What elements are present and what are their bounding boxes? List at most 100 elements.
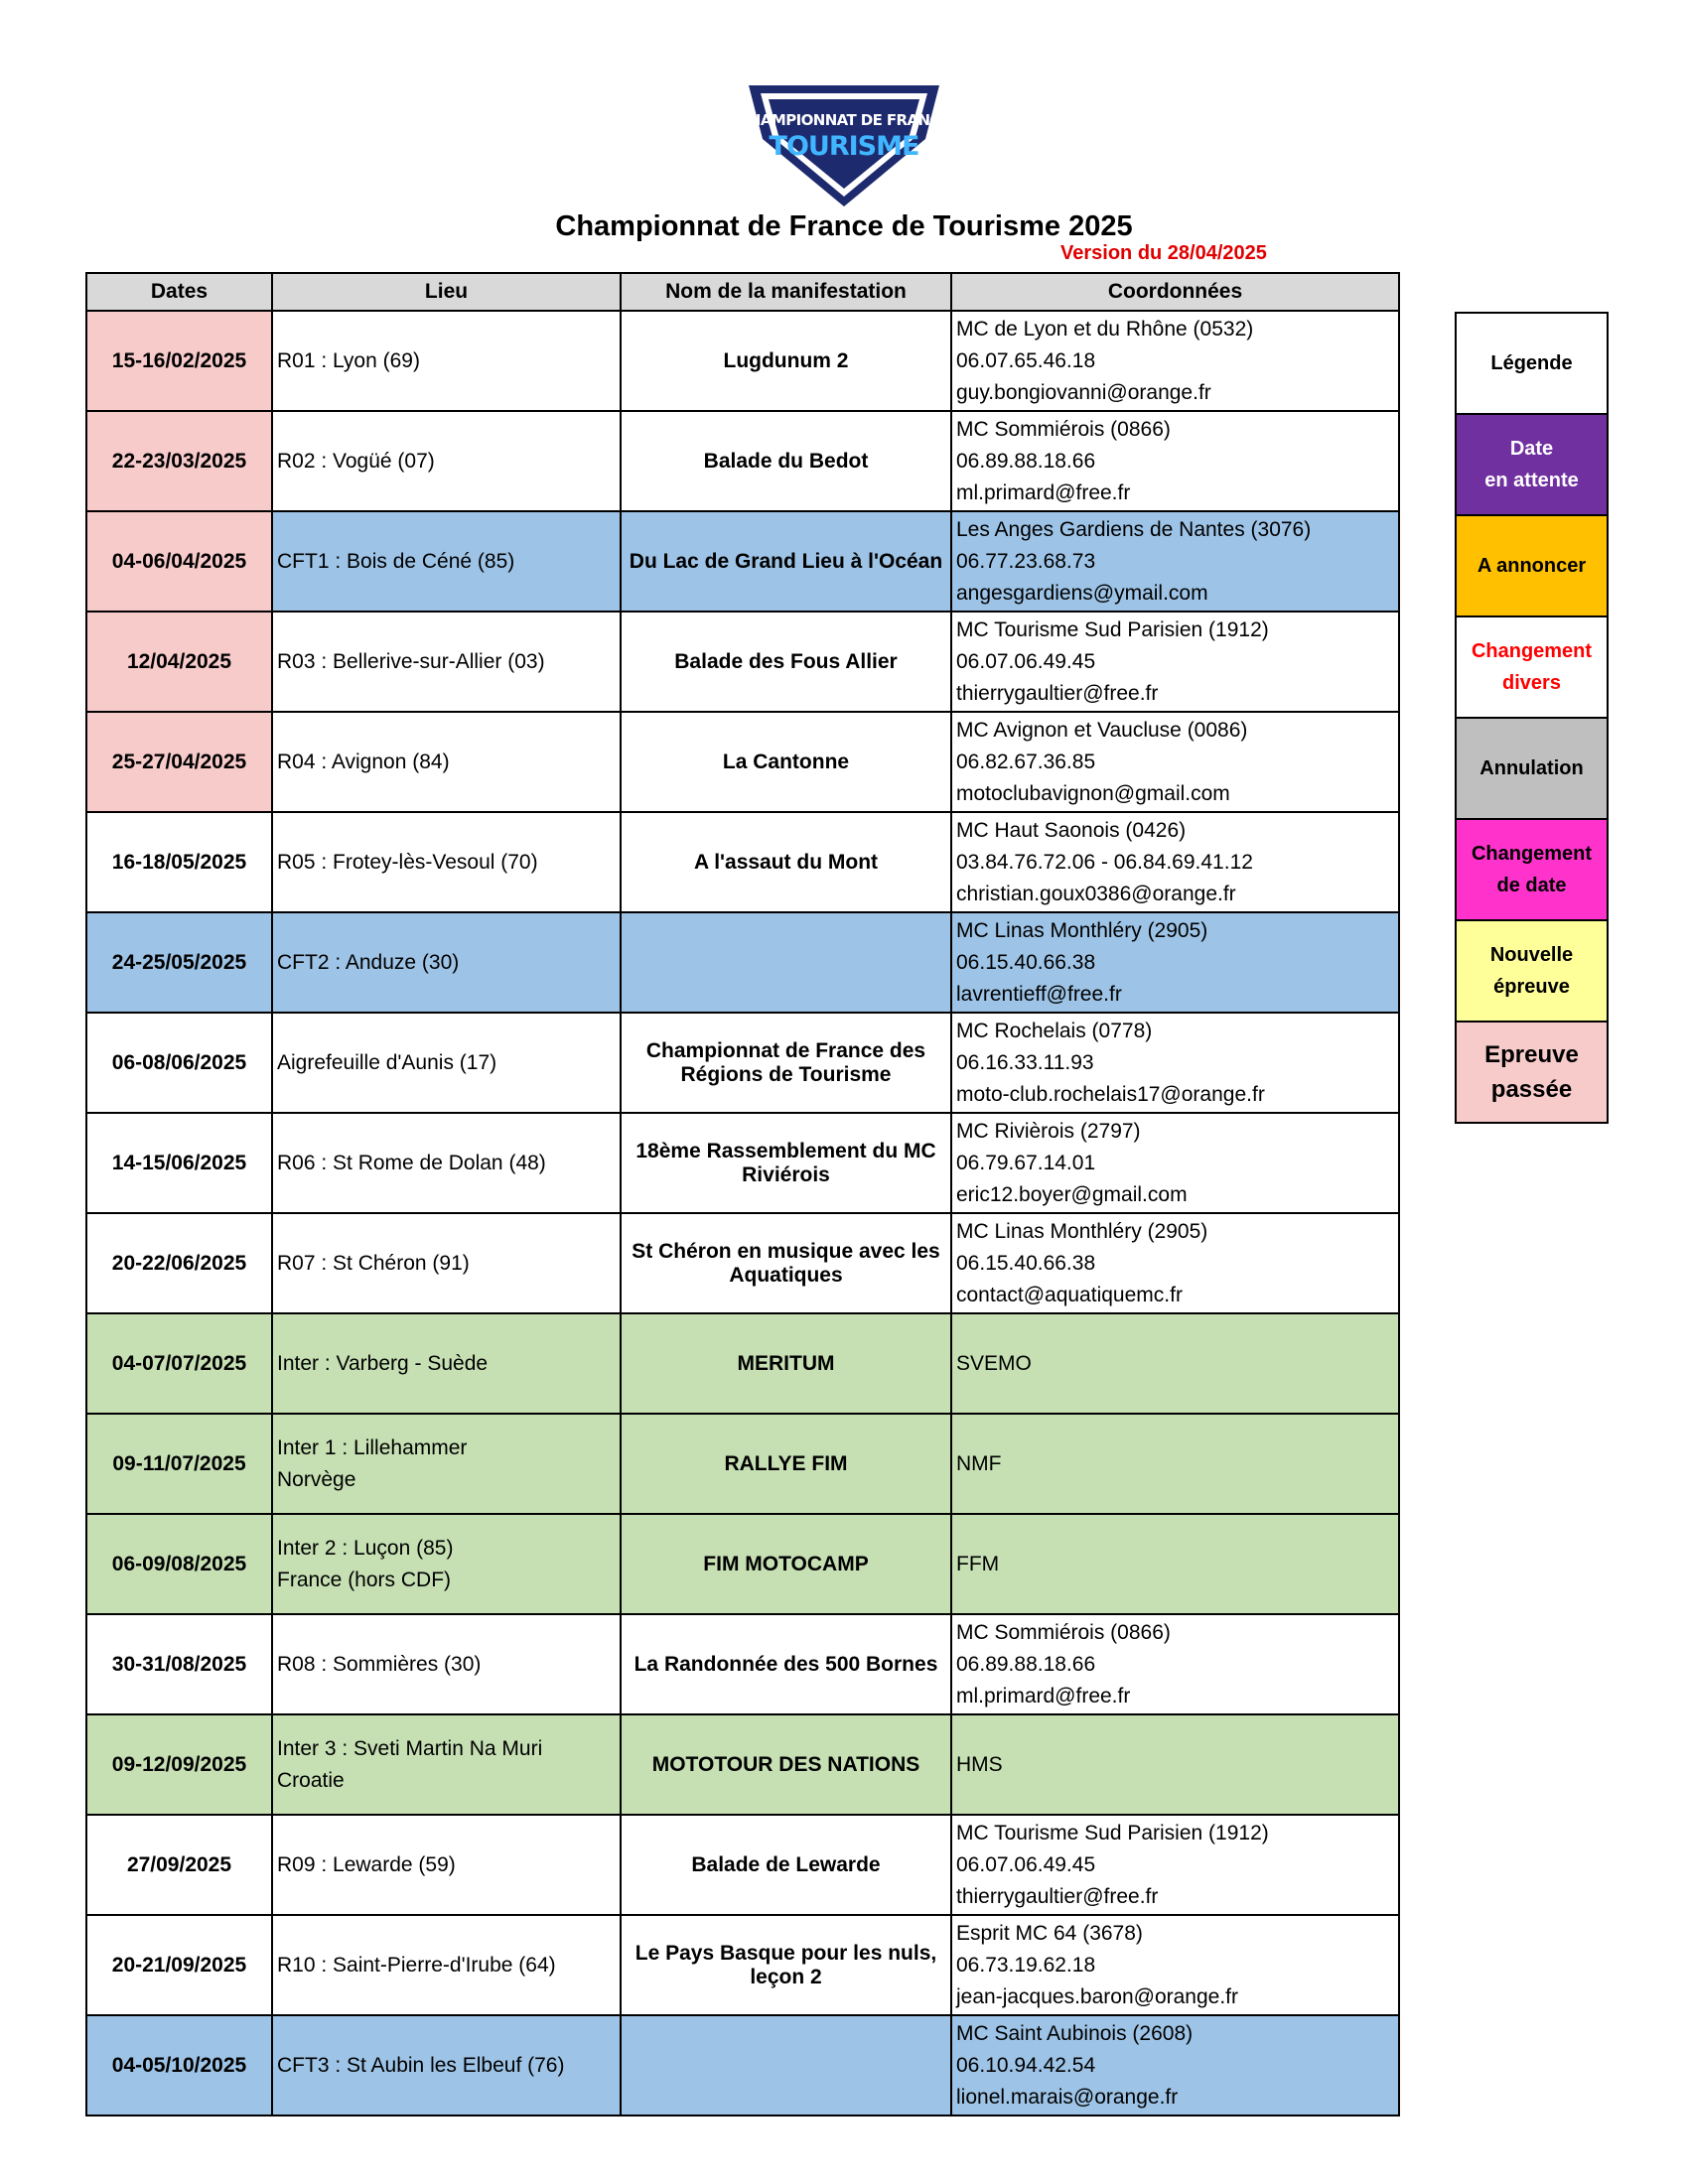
contact-email[interactable]: lionel.marais@orange.fr [956, 2085, 1179, 2109]
contact-club: HMS [956, 1752, 1003, 1776]
contact-club: SVEMO [956, 1351, 1032, 1375]
legend-item: Epreuve passée [1455, 1021, 1609, 1124]
legend-item: Annulation [1455, 717, 1609, 820]
event-name: A l'assaut du Mont [620, 811, 952, 913]
contact-phone: 06.07.65.46.18 [956, 348, 1096, 372]
event-name: MOTOTOUR DES NATIONS [620, 1713, 952, 1816]
legend-row: Date en attente [1455, 413, 1609, 516]
contact-email[interactable]: ml.primard@free.fr [956, 1684, 1131, 1707]
contact-club: Les Anges Gardiens de Nantes (3076) [956, 517, 1312, 541]
event-name: 18ème Rassemblement du MC Riviérois [620, 1112, 952, 1214]
contact-email[interactable]: contact@aquatiquemc.fr [956, 1283, 1183, 1306]
contact-email[interactable]: motoclubavignon@gmail.com [956, 781, 1230, 805]
event-lieu: CFT3 : St Aubin les Elbeuf (76) [271, 2014, 622, 2116]
event-date: 20-22/06/2025 [85, 1212, 273, 1314]
contact-email[interactable]: thierrygaultier@free.fr [956, 1884, 1159, 1908]
contact-club: MC Sommiérois (0866) [956, 417, 1171, 441]
legend-row: Nouvelle épreuve [1455, 919, 1609, 1023]
event-contact: Les Anges Gardiens de Nantes (3076) 06.77… [950, 510, 1400, 613]
contact-email[interactable]: moto-club.rochelais17@orange.fr [956, 1082, 1265, 1106]
contact-club: MC Rochelais (0778) [956, 1019, 1153, 1042]
legend-row: Annulation [1455, 717, 1609, 820]
logo-line1: CHAMPIONNAT DE FRANCE [739, 111, 950, 129]
contact-phone: 06.10.94.42.54 [956, 2053, 1096, 2077]
header-dates: Dates [85, 272, 273, 312]
contact-phone: 06.82.67.36.85 [956, 750, 1096, 773]
event-name: La Randonnée des 500 Bornes [620, 1613, 952, 1715]
event-name: Balade du Bedot [620, 410, 952, 512]
calendar-table: Dates Lieu Nom de la manifestation Coord… [85, 272, 1400, 2116]
header-lieu: Lieu [271, 272, 622, 312]
header-nom: Nom de la manifestation [620, 272, 952, 312]
contact-club: MC Linas Monthléry (2905) [956, 918, 1208, 942]
contact-email[interactable]: lavrentieff@free.fr [956, 982, 1122, 1006]
event-date: 09-12/09/2025 [85, 1713, 273, 1816]
legend-row: Changement divers [1455, 615, 1609, 719]
event-date: 06-09/08/2025 [85, 1513, 273, 1615]
legend-item: Changement divers [1455, 615, 1609, 719]
event-lieu: R01 : Lyon (69) [271, 310, 622, 412]
event-lieu: Aigrefeuille d'Aunis (17) [271, 1012, 622, 1114]
event-contact: NMF [950, 1413, 1400, 1515]
contact-club: Esprit MC 64 (3678) [956, 1921, 1143, 1945]
event-lieu: R10 : Saint-Pierre-d'Irube (64) [271, 1914, 622, 2016]
event-lieu: CFT2 : Anduze (30) [271, 911, 622, 1014]
event-date: 16-18/05/2025 [85, 811, 273, 913]
event-lieu: R07 : St Chéron (91) [271, 1212, 622, 1314]
event-lieu: CFT1 : Bois de Céné (85) [271, 510, 622, 613]
event-contact: MC de Lyon et du Rhône (0532)06.07.65.46… [950, 310, 1400, 412]
contact-email[interactable]: christian.goux0386@orange.fr [956, 882, 1236, 905]
contact-email[interactable]: eric12.boyer@gmail.com [956, 1182, 1188, 1206]
contact-club: MC Saint Aubinois (2608) [956, 2021, 1194, 2045]
contact-email[interactable]: angesgardiens@ymail.com [956, 581, 1208, 605]
contact-phone: 06.15.40.66.38 [956, 1251, 1096, 1275]
event-date: 04-06/04/2025 [85, 510, 273, 613]
contact-club: MC Avignon et Vaucluse (0086) [956, 718, 1248, 742]
event-lieu: Inter 1 : Lillehammer Norvège [271, 1413, 622, 1515]
contact-phone: 06.77.23.68.73 [956, 549, 1096, 573]
event-name [620, 2014, 952, 2116]
contact-email[interactable]: jean-jacques.baron@orange.fr [956, 1984, 1238, 2008]
contact-email[interactable]: ml.primard@free.fr [956, 480, 1131, 504]
contact-phone: 06.15.40.66.38 [956, 950, 1096, 974]
legend-item: Nouvelle épreuve [1455, 919, 1609, 1023]
legend-item: Date en attente [1455, 413, 1609, 516]
event-lieu: Inter 2 : Luçon (85) France (hors CDF) [271, 1513, 622, 1615]
event-contact: MC Haut Saonois (0426)03.84.76.72.06 - 0… [950, 811, 1400, 913]
contact-email[interactable]: thierrygaultier@free.fr [956, 681, 1159, 705]
event-lieu: R08 : Sommières (30) [271, 1613, 622, 1715]
event-date: 04-07/07/2025 [85, 1312, 273, 1415]
header-coordonnees: Coordonnées [950, 272, 1400, 312]
event-date: 24-25/05/2025 [85, 911, 273, 1014]
contact-club: MC Tourisme Sud Parisien (1912) [956, 617, 1269, 641]
legend-item: A annoncer [1455, 514, 1609, 617]
legend-row: Epreuve passée [1455, 1021, 1609, 1124]
contact-email[interactable]: guy.bongiovanni@orange.fr [956, 380, 1211, 404]
event-contact: MC Avignon et Vaucluse (0086) 06.82.67.36… [950, 711, 1400, 813]
event-date: 15-16/02/2025 [85, 310, 273, 412]
event-lieu: R05 : Frotey-lès-Vesoul (70) [271, 811, 622, 913]
contact-club: NMF [956, 1451, 1002, 1475]
event-name: FIM MOTOCAMP [620, 1513, 952, 1615]
event-name: Balade des Fous Allier [620, 611, 952, 713]
contact-club: MC Sommiérois (0866) [956, 1620, 1171, 1644]
event-name: La Cantonne [620, 711, 952, 813]
event-name: Du Lac de Grand Lieu à l'Océan [620, 510, 952, 613]
event-date: 06-08/06/2025 [85, 1012, 273, 1114]
